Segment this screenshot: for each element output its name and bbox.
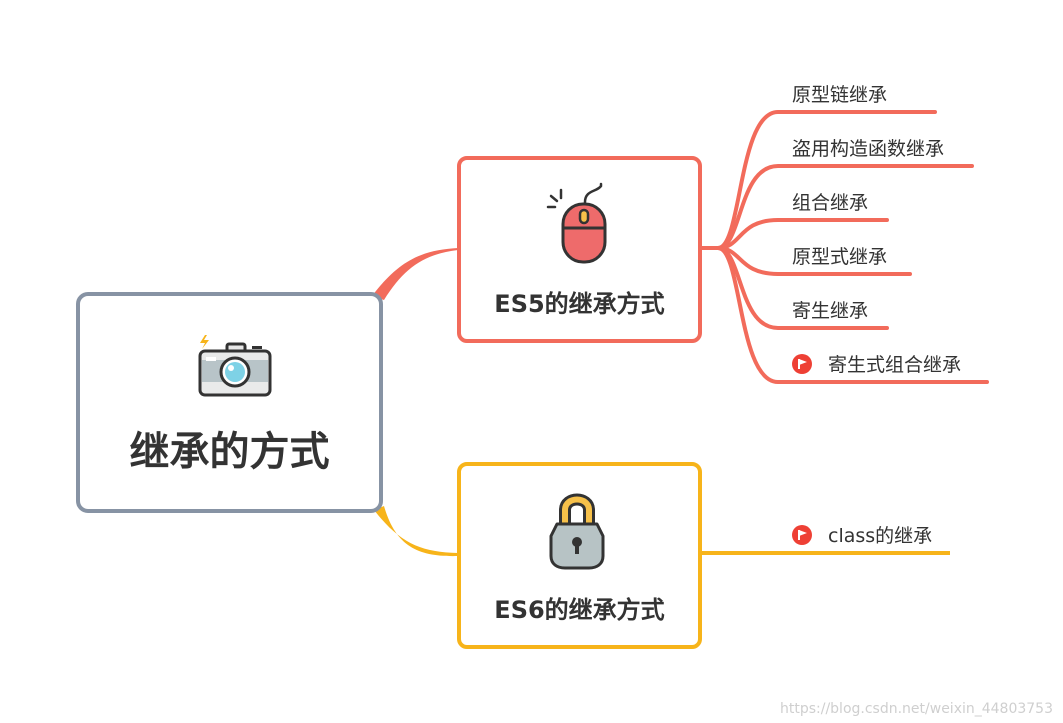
camera-icon [198,335,272,397]
connector-es5-item-2 [716,164,974,250]
watermark: https://blog.csdn.net/weixin_44803753 [779,701,1053,717]
leaf-label: 盗用构造函数继承 [792,138,945,160]
connector-es5-item-3 [716,218,889,250]
red-flag-icon [792,353,812,374]
leaf-label: class的继承 [828,525,933,547]
leaf-label: 原型链继承 [792,84,888,106]
leaf-es6-1[interactable]: class的继承 [792,521,932,548]
branch-es6[interactable]: ES6的继承方式 [457,462,702,649]
connector-root-es6 [374,506,458,557]
branch-es5[interactable]: ES5的继承方式 [457,156,702,343]
leaf-es5-4[interactable]: 原型式继承 [792,242,887,269]
leaf-label: 寄生继承 [792,300,869,322]
leaf-es5-2[interactable]: 盗用构造函数继承 [792,134,944,161]
branch-es6-title: ES6的继承方式 [494,596,665,624]
leaf-label: 原型式继承 [792,246,888,268]
mouse-icon [546,182,607,264]
leaf-es5-5[interactable]: 寄生继承 [792,296,868,323]
leaf-es5-3[interactable]: 组合继承 [792,188,868,215]
leaf-label: 寄生式组合继承 [828,354,962,376]
connector-root-es5 [372,248,458,300]
padlock-icon [549,493,605,570]
leaf-es5-1[interactable]: 原型链继承 [792,80,887,107]
branch-es5-title: ES5的继承方式 [494,290,665,318]
root-title: 继承的方式 [129,429,330,475]
root-topic[interactable]: 继承的方式 [76,292,383,513]
red-flag-icon [792,524,812,545]
leaf-label: 组合继承 [792,192,869,214]
connector-es5-item-6 [716,246,989,384]
leaf-es5-6[interactable]: 寄生式组合继承 [792,350,961,377]
